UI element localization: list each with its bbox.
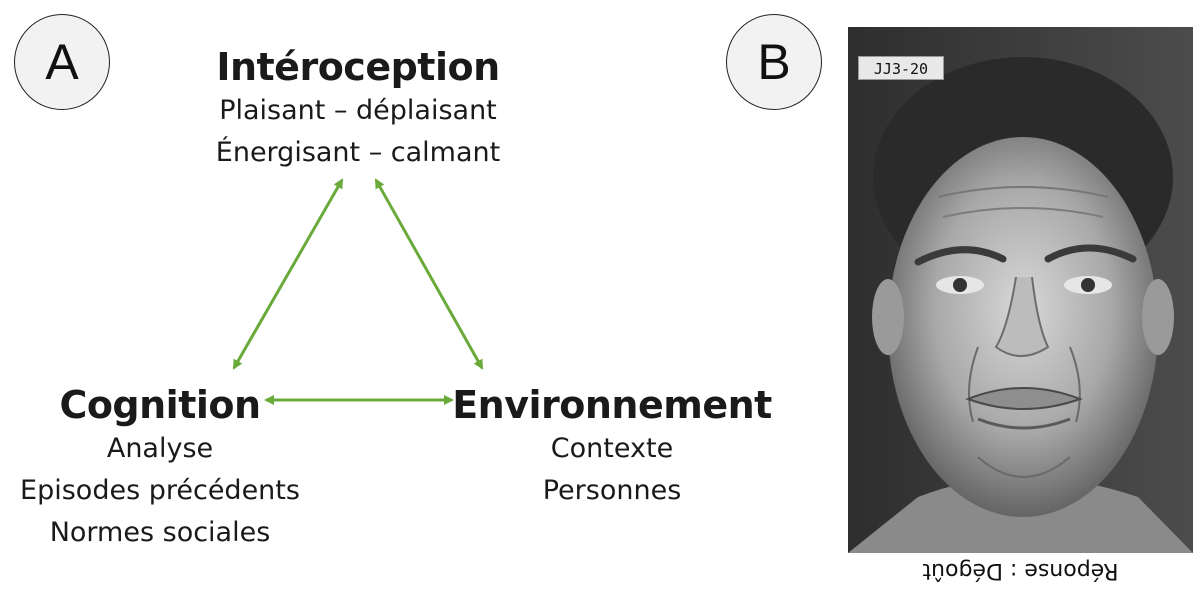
face-photo: [848, 27, 1193, 553]
environnement-line: Contexte: [550, 433, 674, 464]
cognition-line: Normes sociales: [49, 517, 271, 548]
cognition-line: Episodes précédents: [20, 475, 300, 506]
interoception-line: Énergisant – calmant: [215, 137, 501, 168]
cognition-title: Cognition: [59, 383, 261, 427]
photo-tag-label: JJ3-20: [858, 56, 944, 80]
panel-b-label: B: [757, 34, 791, 90]
interoception-line: Plaisant – déplaisant: [219, 95, 497, 126]
cognition-line: Analyse: [106, 433, 214, 464]
environnement-title: Environnement: [452, 383, 772, 427]
node-interoception: Intéroception Plaisant – déplaisant Éner…: [158, 44, 558, 174]
environnement-line: Personnes: [542, 475, 682, 506]
panel-b-badge: B: [726, 14, 822, 110]
node-cognition: Cognition Analyse Episodes précédents No…: [0, 382, 320, 554]
arrow-interoception-environnement: [374, 178, 484, 370]
panel-a-label: A: [45, 34, 79, 90]
photo-caption: Réponse : Dégoût: [922, 558, 1119, 583]
interoception-title: Intéroception: [216, 45, 500, 89]
triangle-arrows: [232, 178, 484, 405]
panel-a-badge: A: [14, 14, 110, 110]
face-illustration: [848, 27, 1193, 553]
node-environnement: Environnement Contexte Personnes: [452, 382, 772, 512]
arrow-interoception-cognition: [232, 178, 344, 370]
